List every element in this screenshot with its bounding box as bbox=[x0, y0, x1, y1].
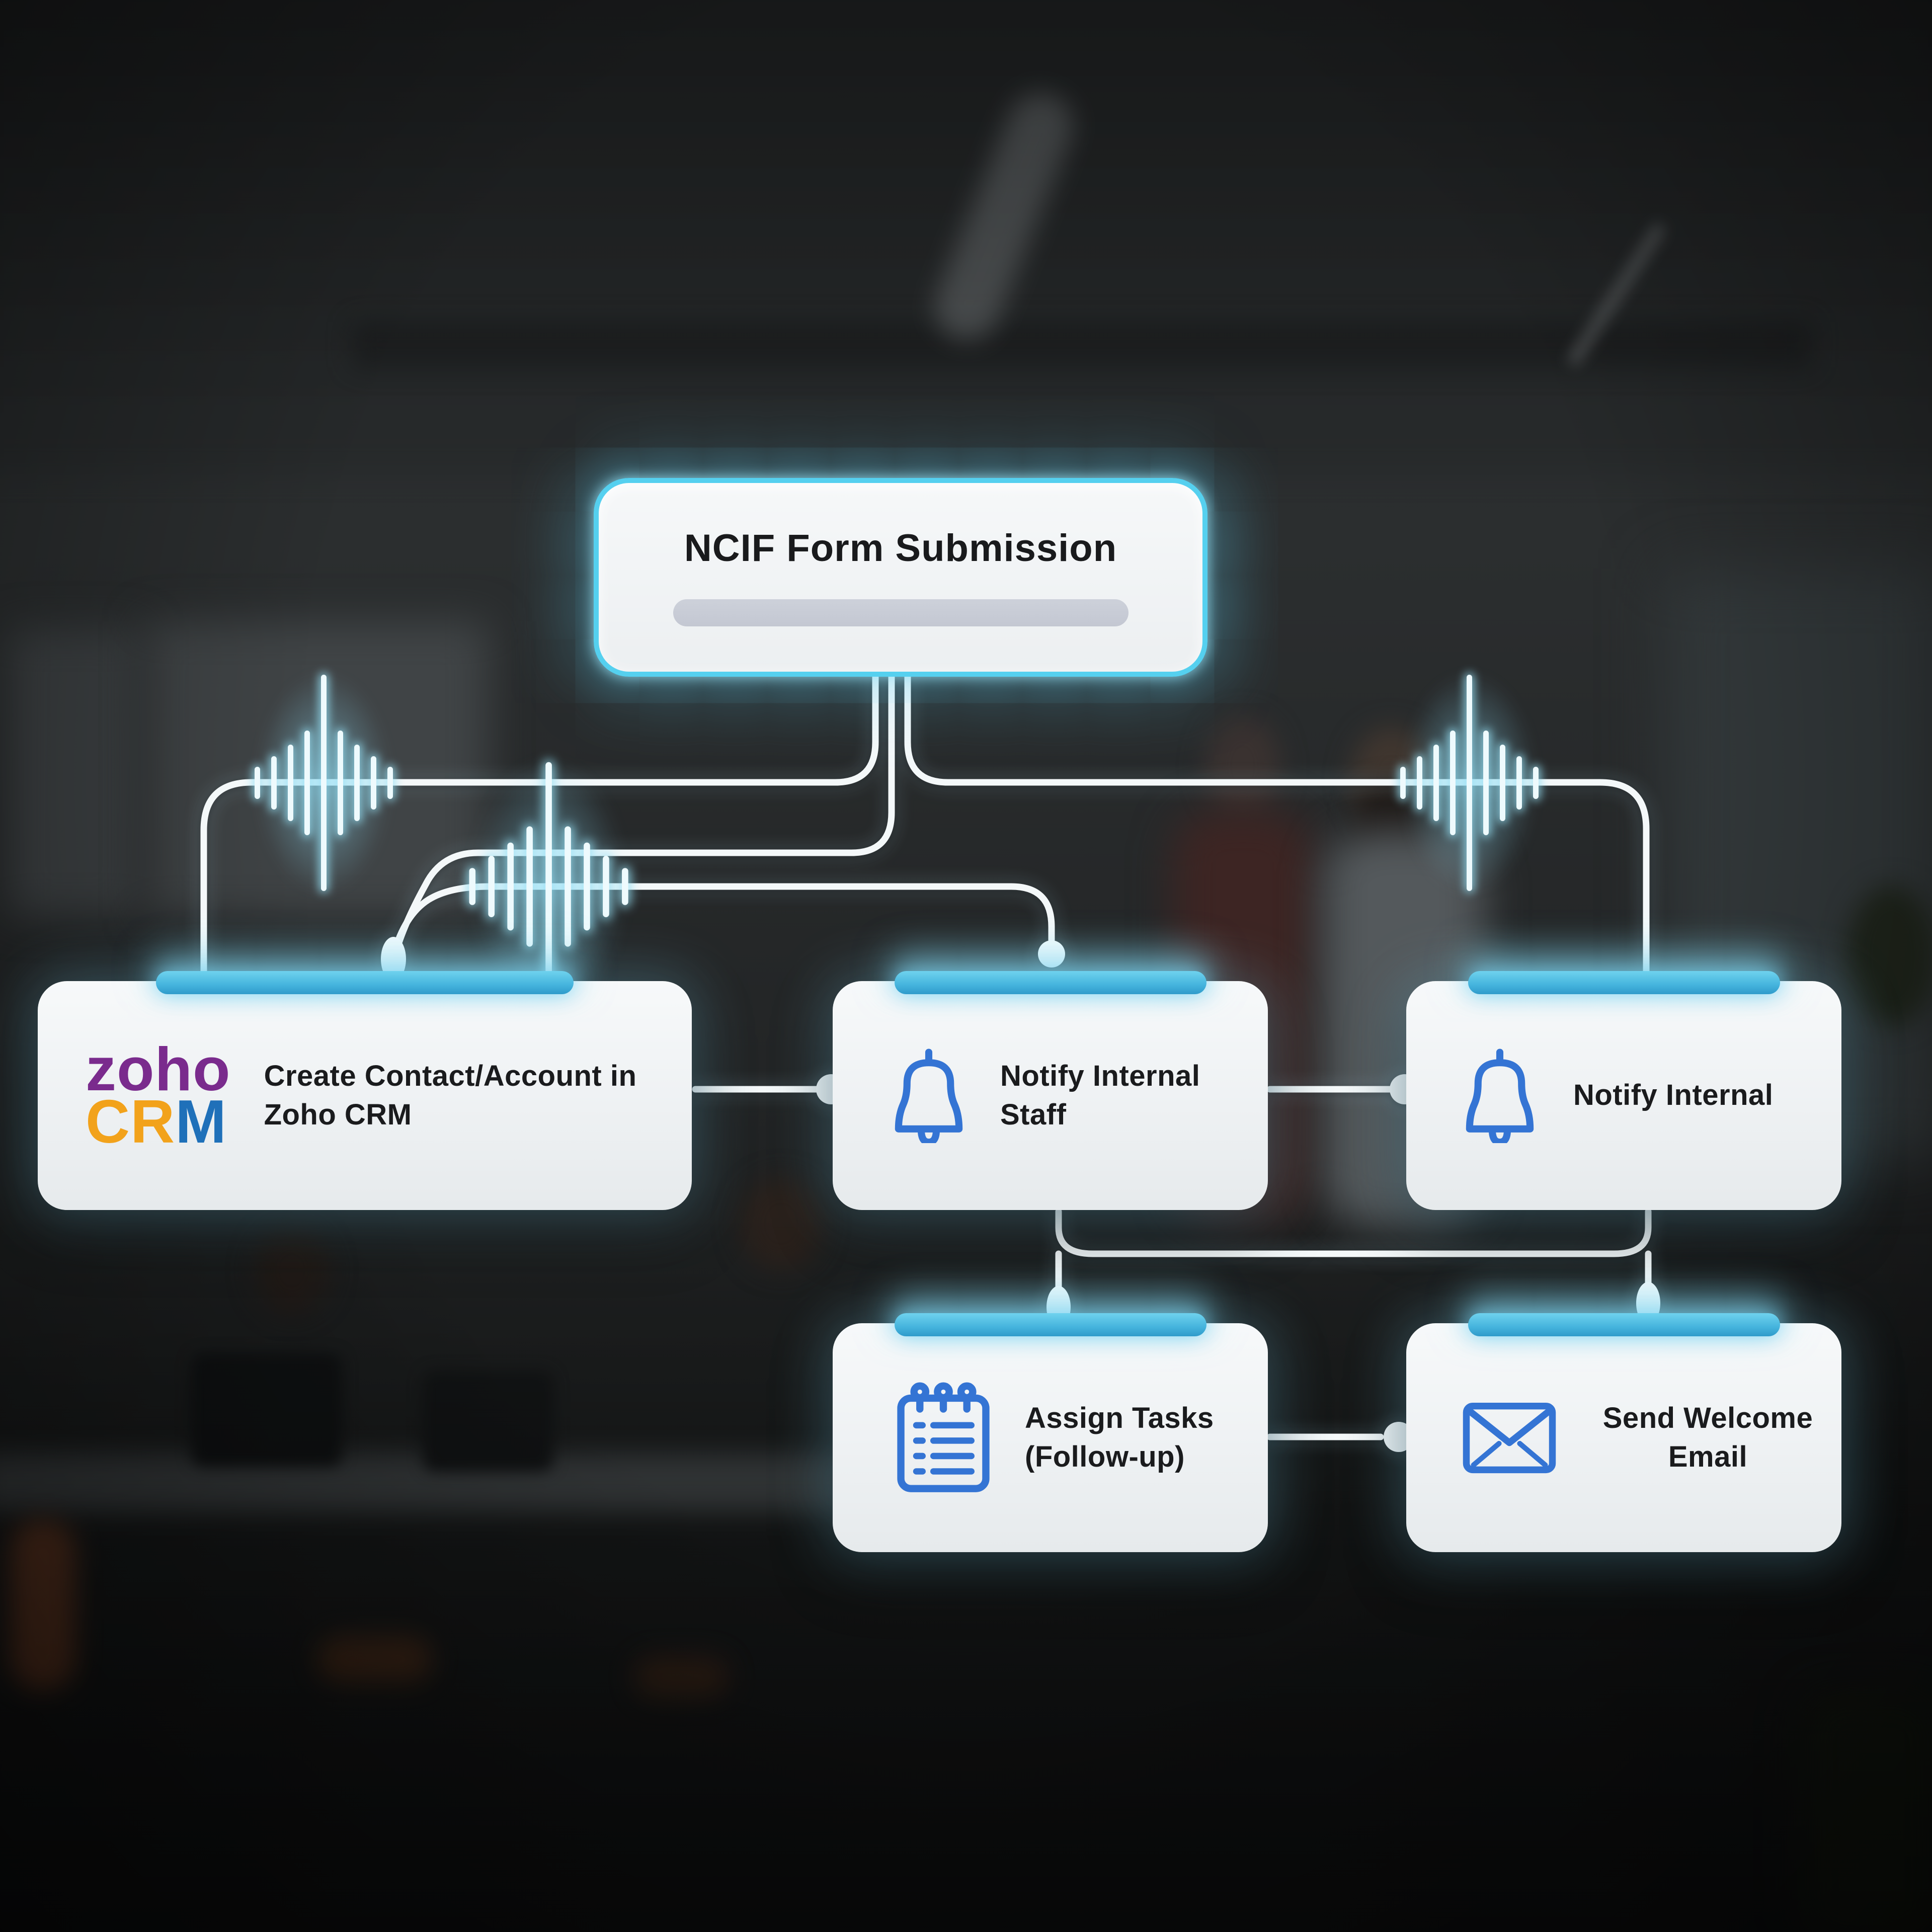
node-label: Notify Internal Staff bbox=[1000, 1059, 1200, 1131]
node-label: Create Contact/Account in Zoho CRM bbox=[264, 1059, 637, 1131]
bell-icon bbox=[1462, 1048, 1538, 1143]
flow-node-send-welcome: Send Welcome Email bbox=[1406, 1313, 1841, 1552]
flow-node-create-contact: zoho CRM Create Contact/Account in Zoho … bbox=[38, 971, 692, 1210]
junction-dot-notify-staff-top bbox=[1038, 940, 1065, 968]
connector-bottom-bus bbox=[1055, 1208, 1652, 1257]
node-label: Notify Internal bbox=[1573, 1079, 1774, 1112]
notepad-icon bbox=[893, 1380, 994, 1496]
flow-node-assign-tasks: Assign Tasks (Follow-up) bbox=[833, 1313, 1268, 1552]
flow-node-notify-staff: Notify Internal Staff bbox=[833, 971, 1268, 1210]
zoho-logo-letter-r: R bbox=[130, 1087, 176, 1156]
node-label: Send Welcome Email bbox=[1602, 1401, 1813, 1473]
zoho-logo-letter-c: C bbox=[86, 1087, 131, 1156]
bell-icon bbox=[891, 1048, 967, 1143]
flow-node-root: NCIF Form Submission bbox=[594, 478, 1208, 677]
title-underline-bar bbox=[673, 599, 1129, 626]
waveform-icon bbox=[238, 642, 409, 924]
zoho-crm-logo: zoho CRM bbox=[86, 1038, 231, 1152]
waveform-icon bbox=[1384, 642, 1555, 924]
zoho-logo-letter-m: M bbox=[175, 1087, 227, 1156]
flow-node-notify-internal: Notify Internal bbox=[1406, 971, 1841, 1210]
node-title: NCIF Form Submission bbox=[684, 527, 1117, 570]
envelope-icon bbox=[1462, 1400, 1557, 1476]
node-label: Assign Tasks (Follow-up) bbox=[1025, 1401, 1214, 1473]
zoho-logo-crm: CRM bbox=[86, 1091, 231, 1152]
